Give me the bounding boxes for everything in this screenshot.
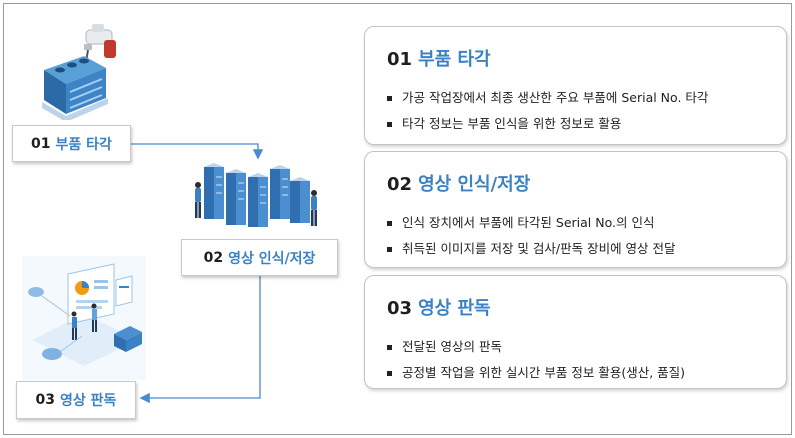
bullet-text: 타각 정보는 부품 인식을 위한 정보로 활용 — [402, 116, 622, 131]
flow-step-1-box: 01 부품 타각 — [12, 125, 131, 162]
engine-block-with-drill-icon — [42, 24, 116, 120]
list-item: 전달된 영상의 판독 — [387, 334, 685, 360]
bullet-square-icon — [387, 246, 392, 252]
list-item: 가공 작업장에서 최종 생산한 주요 부품에 Serial No. 타각 — [387, 85, 708, 111]
flow-step-1-number: 01 — [31, 135, 51, 152]
bullet-text: 인식 장치에서 부품에 타각된 Serial No.의 인식 — [402, 215, 655, 230]
flow-step-2-label: 영상 인식/저장 — [228, 250, 316, 267]
bullet-text: 취득된 이미지를 저장 및 검사/판독 장비에 영상 전달 — [402, 241, 676, 256]
list-item: 인식 장치에서 부품에 타각된 Serial No.의 인식 — [387, 210, 676, 236]
bullet-square-icon — [387, 95, 392, 101]
flow-step-3-label: 영상 판독 — [60, 393, 117, 409]
bullet-text: 가공 작업장에서 최종 생산한 주요 부품에 Serial No. 타각 — [402, 90, 709, 105]
list-item: 타각 정보는 부품 인식을 위한 정보로 활용 — [387, 111, 708, 137]
flow-step-3-box: 03 영상 판독 — [16, 381, 136, 419]
panel-2-bullet-list: 인식 장치에서 부품에 타각된 Serial No.의 인식 취득된 이미지를 … — [387, 210, 676, 262]
analysis-dashboard-icon — [22, 256, 146, 380]
panel-3-bullet-list: 전달된 영상의 판독 공정별 작업을 위한 실시간 부품 정보 활용(생산, 품… — [387, 334, 685, 386]
bullet-square-icon — [387, 370, 392, 376]
flow-step-1-label: 부품 타각 — [55, 136, 112, 153]
bullet-square-icon — [387, 220, 392, 226]
flow-step-2-number: 02 — [203, 249, 224, 266]
flow-step-3-number: 03 — [35, 392, 56, 408]
panel-2-number: 02 — [387, 174, 413, 195]
panel-1-heading: 부품 타각 — [418, 49, 491, 70]
list-item: 공정별 작업을 위한 실시간 부품 정보 활용(생산, 품질) — [387, 360, 685, 386]
panel-1-number: 01 — [387, 49, 413, 70]
bullet-text: 공정별 작업을 위한 실시간 부품 정보 활용(생산, 품질) — [402, 365, 686, 380]
bullet-text: 전달된 영상의 판독 — [402, 339, 502, 354]
flow-step-2-box: 02 영상 인식/저장 — [181, 239, 338, 276]
connector-step1-to-step2 — [131, 143, 264, 160]
panel-1-bullet-list: 가공 작업장에서 최종 생산한 주요 부품에 Serial No. 타각 타각 … — [387, 85, 708, 137]
bullet-square-icon — [387, 121, 392, 127]
panel-3-heading: 영상 판독 — [418, 298, 491, 319]
bullet-square-icon — [387, 344, 392, 350]
panel-3-number: 03 — [387, 298, 413, 319]
server-racks-with-people-icon — [195, 163, 317, 227]
connector-step2-to-step3 — [139, 276, 261, 404]
list-item: 취득된 이미지를 저장 및 검사/판독 장비에 영상 전달 — [387, 236, 676, 262]
panel-2-heading: 영상 인식/저장 — [418, 174, 531, 195]
